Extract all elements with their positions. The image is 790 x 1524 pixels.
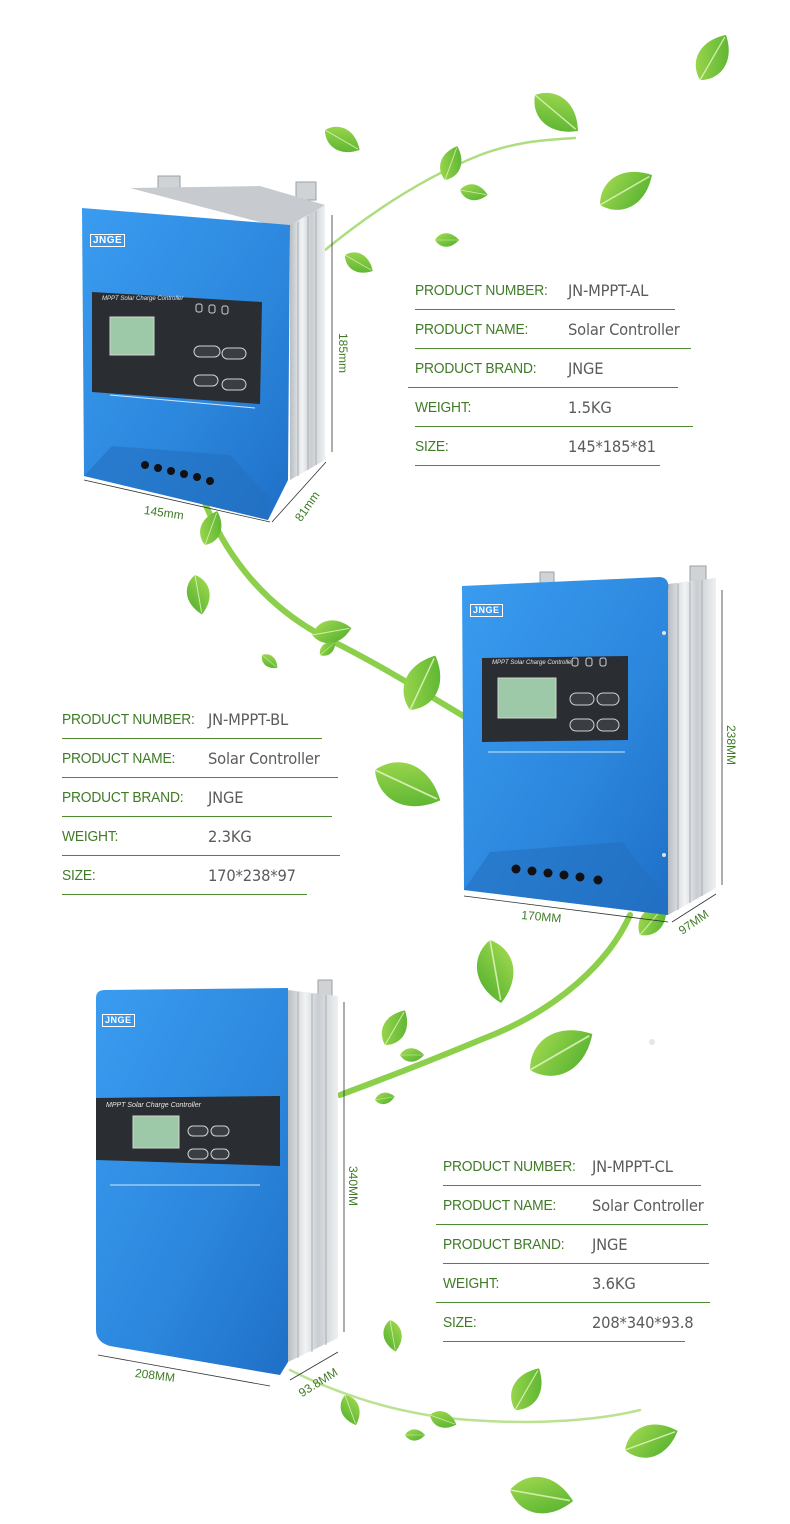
spec-row-product-brand: PRODUCT BRAND: JNGE — [408, 349, 695, 388]
spec-value: JN-MPPT-CL — [592, 1157, 673, 1176]
spec-value: Solar Controller — [208, 749, 320, 768]
spec-label: WEIGHT: — [415, 399, 472, 416]
spec-row-weight: WEIGHT: 3.6KG — [436, 1264, 723, 1303]
spec-value: JNGE — [568, 359, 604, 378]
spec-label: PRODUCT BRAND: — [415, 360, 537, 377]
spec-value: 3.6KG — [592, 1274, 636, 1293]
spec-row-product-number: PRODUCT NUMBER: JN-MPPT-BL — [62, 700, 342, 739]
panel-title-3: MPPT Solar Charge Controller — [106, 1102, 201, 1109]
spec-label: WEIGHT: — [62, 828, 119, 845]
spec-label: WEIGHT: — [443, 1275, 500, 1292]
device-2 — [462, 565, 723, 923]
spec-row-size: SIZE: 170*238*97 — [62, 856, 342, 895]
brand-logo-3: JNGE — [102, 1014, 135, 1027]
spec-row-product-brand: PRODUCT BRAND: JNGE — [62, 778, 342, 817]
spec-row-size: SIZE: 208*340*93.8 — [443, 1303, 723, 1342]
spec-row-product-name: PRODUCT NAME: Solar Controller — [415, 310, 695, 349]
dim-height-3: 340MM — [346, 1166, 360, 1207]
dim-height-2: 238MM — [724, 725, 738, 766]
spec-row-weight: WEIGHT: 1.5KG — [415, 388, 695, 427]
spec-row-size: SIZE: 145*185*81 — [415, 427, 695, 466]
spec-value: JN-MPPT-BL — [208, 710, 289, 729]
spec-row-product-number: PRODUCT NUMBER: JN-MPPT-AL — [415, 271, 695, 310]
spec-label: SIZE: — [62, 867, 96, 884]
spec-value: JNGE — [208, 788, 244, 807]
spec-label: PRODUCT NAME: — [62, 750, 176, 767]
device-3 — [96, 979, 345, 1387]
spec-value: JNGE — [592, 1235, 628, 1254]
panel-title-1: MPPT Solar Charge Controller — [102, 296, 184, 302]
spec-label: SIZE: — [443, 1314, 477, 1331]
brand-logo-2: JNGE — [470, 604, 503, 617]
spec-label: PRODUCT NUMBER: — [443, 1158, 576, 1175]
spec-label: PRODUCT NUMBER: — [62, 711, 195, 728]
spec-label: SIZE: — [415, 438, 449, 455]
spec-label: PRODUCT NAME: — [443, 1197, 557, 1214]
spec-row-product-name: PRODUCT NAME: Solar Controller — [436, 1186, 723, 1225]
spec-row-weight: WEIGHT: 2.3KG — [62, 817, 342, 856]
spec-table-3: PRODUCT NUMBER: JN-MPPT-CL PRODUCT NAME:… — [436, 1147, 723, 1342]
spec-row-product-brand: PRODUCT BRAND: JNGE — [443, 1225, 723, 1264]
spec-value: 208*340*93.8 — [592, 1313, 694, 1332]
spec-value: 145*185*81 — [568, 437, 656, 456]
dim-height-1: 185mm — [336, 333, 350, 374]
spec-value: Solar Controller — [592, 1196, 704, 1215]
spec-value: 170*238*97 — [208, 866, 296, 885]
spec-value: 1.5KG — [568, 398, 612, 417]
spec-table-1: PRODUCT NUMBER: JN-MPPT-AL PRODUCT NAME:… — [408, 271, 695, 466]
panel-title-2: MPPT Solar Charge Controller — [492, 660, 574, 666]
spec-label: PRODUCT NAME: — [415, 321, 529, 338]
device-1 — [82, 175, 333, 523]
spec-value: Solar Controller — [568, 320, 680, 339]
spec-value: JN-MPPT-AL — [568, 281, 649, 300]
spec-label: PRODUCT BRAND: — [62, 789, 184, 806]
spec-table-2: PRODUCT NUMBER: JN-MPPT-BL PRODUCT NAME:… — [62, 700, 342, 895]
spec-row-product-name: PRODUCT NAME: Solar Controller — [62, 739, 342, 778]
spec-label: PRODUCT NUMBER: — [415, 282, 548, 299]
spec-label: PRODUCT BRAND: — [443, 1236, 565, 1253]
brand-logo-1: JNGE — [90, 234, 126, 247]
spec-row-product-number: PRODUCT NUMBER: JN-MPPT-CL — [443, 1147, 723, 1186]
spec-value: 2.3KG — [208, 827, 252, 846]
